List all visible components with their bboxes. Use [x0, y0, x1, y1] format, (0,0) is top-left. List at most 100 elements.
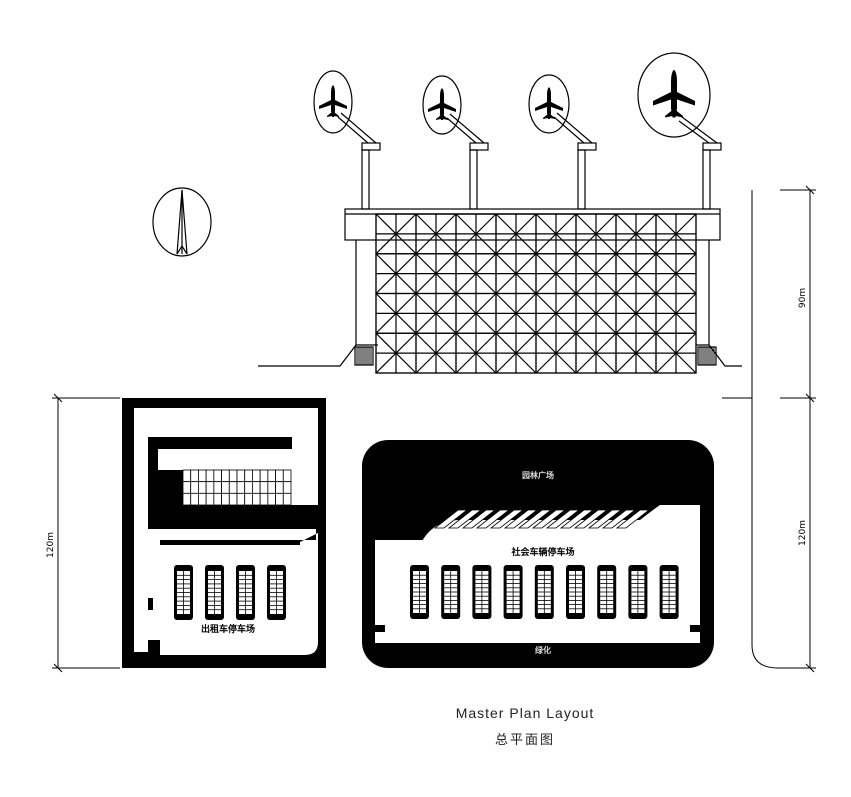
- caption-title-en: Master Plan Layout: [455, 705, 595, 721]
- roof-cell: [615, 213, 657, 255]
- queue-bay: [190, 469, 199, 483]
- queue-bay: [213, 469, 222, 483]
- roof-cell: [375, 253, 417, 295]
- roof-cell: [455, 253, 497, 295]
- label-plaza: 园林广场: [522, 470, 554, 480]
- boarding-bridge: [313, 70, 381, 210]
- caption-title-zh: 总平面图: [494, 733, 555, 748]
- diagonal-bay: [573, 509, 609, 529]
- dim-right-120m: 120m: [798, 520, 808, 546]
- roof-cell: [615, 253, 657, 295]
- roadway-lines: [722, 190, 812, 669]
- queue-bay: [267, 469, 276, 483]
- roof-cell: [415, 292, 457, 334]
- label-taxi-queue-area: 出租车即停即走等候区: [186, 453, 276, 465]
- roof-cell: [375, 292, 417, 334]
- roof-cell: [455, 213, 497, 255]
- ramp-frame: [697, 346, 717, 366]
- roof-cell: [535, 332, 577, 374]
- roof-cell: [535, 253, 577, 295]
- parking-bay: [174, 565, 193, 620]
- queue-bay: [252, 469, 261, 483]
- queue-bay: [252, 481, 261, 494]
- diagonal-bay: [615, 509, 651, 529]
- diagonal-bay: [601, 509, 637, 529]
- diagonal-bay: [517, 509, 553, 529]
- queue-bay: [236, 481, 246, 494]
- queue-bay: [267, 492, 276, 506]
- roof-cell: [415, 332, 457, 374]
- queue-bay: [213, 492, 222, 506]
- queue-bay: [198, 481, 207, 494]
- taxi-queue-grid: [182, 469, 292, 506]
- queue-bay: [282, 469, 292, 483]
- aircraft-stand: [637, 52, 711, 138]
- bridge-tunnel: [681, 116, 718, 144]
- queue-bay: [282, 481, 292, 494]
- diagonal-bay: [559, 509, 595, 529]
- roof-cell: [575, 253, 617, 295]
- queue-bay: [275, 481, 284, 494]
- queue-bay: [282, 492, 292, 506]
- queue-bay: [252, 492, 261, 506]
- roof-cell: [575, 292, 617, 334]
- bridge-column: [361, 149, 370, 210]
- aircraft-stand: [528, 74, 570, 134]
- parking-bay: [503, 565, 523, 619]
- queue-bay: [244, 469, 253, 483]
- queue-bay: [198, 492, 207, 506]
- taxi-parking-bays: [174, 565, 286, 620]
- queue-bay: [236, 492, 246, 506]
- queue-bay: [205, 492, 215, 506]
- queue-bay: [244, 492, 253, 506]
- queue-bay: [190, 492, 199, 506]
- roof-cell: [575, 213, 617, 255]
- roof-cell: [455, 292, 497, 334]
- bridge-tunnel: [556, 112, 593, 144]
- queue-bay: [244, 481, 253, 494]
- bridge-column: [469, 149, 478, 210]
- queue-bay: [182, 481, 192, 494]
- ramp-frame: [354, 346, 374, 366]
- roof-cell: [455, 332, 497, 374]
- roof-cell: [415, 253, 457, 295]
- queue-bay: [259, 492, 269, 506]
- north-arrow: [152, 187, 212, 257]
- parking-bay: [267, 565, 286, 620]
- queue-bay: [198, 469, 207, 483]
- bridge-tunnel: [678, 120, 710, 144]
- roof-cell: [535, 213, 577, 255]
- bridge-head: [577, 142, 597, 151]
- public-parking-lot: [362, 440, 714, 668]
- aircraft-stand: [422, 75, 462, 135]
- queue-bay: [182, 492, 192, 506]
- queue-bay: [190, 481, 199, 494]
- taxi-parking-lot: [122, 398, 326, 668]
- diagonal-bay: [461, 509, 497, 529]
- boarding-bridge: [528, 74, 597, 210]
- diagonal-bay: [545, 509, 581, 529]
- queue-bay: [236, 469, 246, 483]
- diagonal-bay: [587, 509, 623, 529]
- roof-cell: [615, 332, 657, 374]
- queue-bay: [221, 492, 230, 506]
- queue-bay: [213, 481, 222, 494]
- diagonal-bay: [433, 509, 469, 529]
- parking-bay: [472, 565, 492, 619]
- queue-bay: [221, 481, 230, 494]
- bridge-column: [702, 149, 711, 210]
- roof-cell: [615, 292, 657, 334]
- roof-cell: [495, 253, 537, 295]
- public-parking-bays: [410, 565, 679, 619]
- airplane-icon: [428, 88, 456, 120]
- queue-bay: [275, 469, 284, 483]
- bridge-column: [577, 149, 586, 210]
- dim-left-120m: 120m: [46, 532, 56, 558]
- roof-cell: [575, 332, 617, 374]
- roof-cell: [655, 253, 697, 295]
- airplane-icon: [653, 69, 695, 118]
- roof-cell: [655, 292, 697, 334]
- diagonal-bay: [531, 509, 567, 529]
- queue-bay: [259, 481, 269, 494]
